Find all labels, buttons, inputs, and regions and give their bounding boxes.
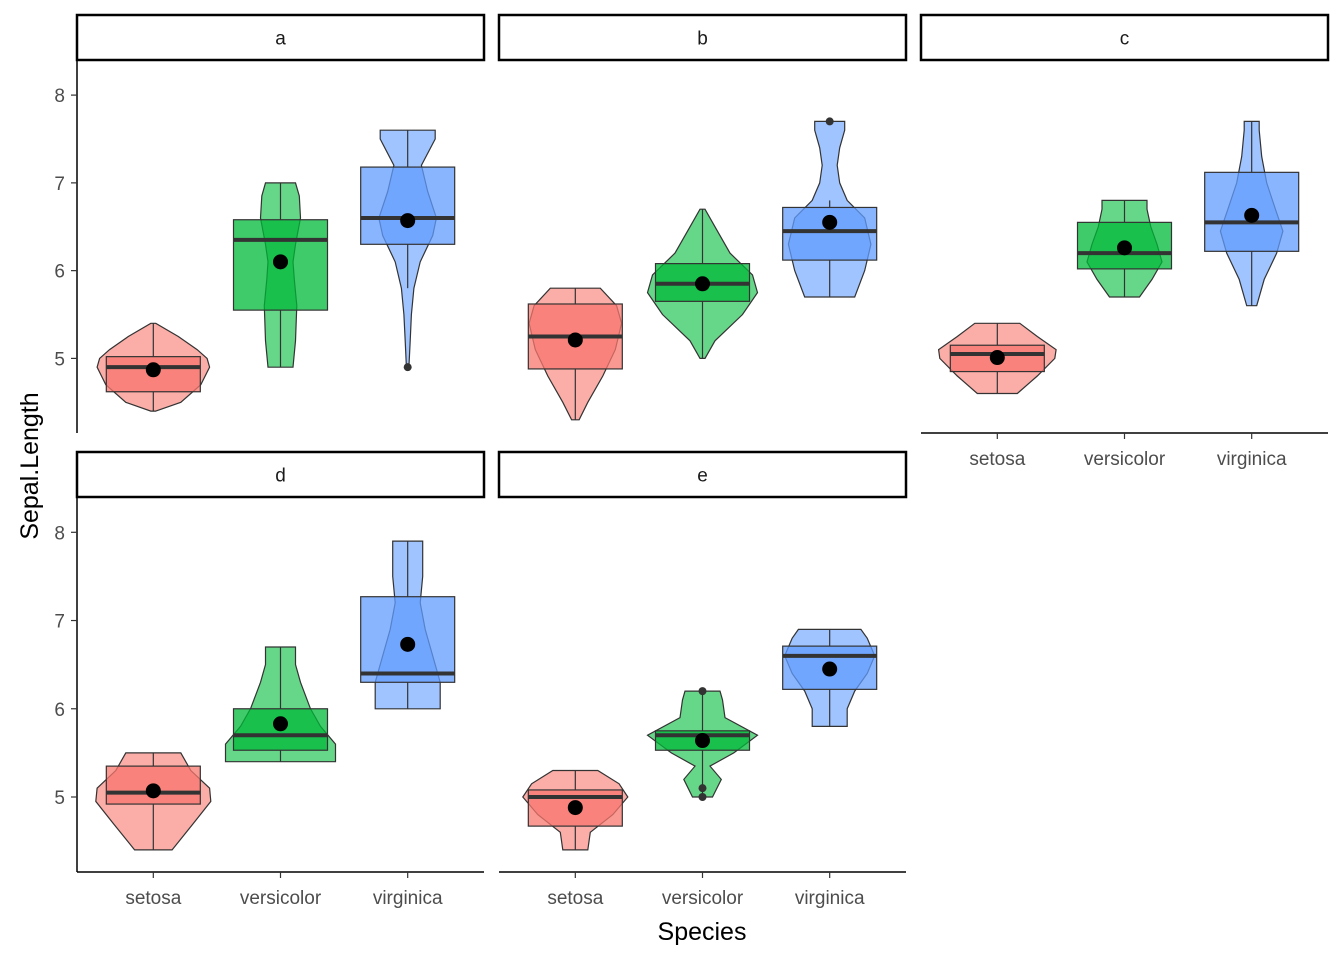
facet-strip-label-c: c bbox=[1120, 29, 1130, 50]
group-a-setosa bbox=[96, 322, 211, 412]
group-b-versicolor bbox=[646, 208, 759, 359]
y-tick-label-d-6: 6 bbox=[54, 700, 65, 721]
y-tick-label-a-7: 7 bbox=[54, 174, 65, 195]
x-tick-label-d-virginica: virginica bbox=[373, 888, 443, 909]
x-tick-label-d-versicolor: versicolor bbox=[240, 888, 322, 909]
mean-point-d-setosa bbox=[145, 783, 161, 799]
group-b-virginica bbox=[782, 117, 878, 298]
group-c-setosa bbox=[937, 322, 1057, 395]
group-d-versicolor bbox=[224, 646, 337, 763]
box-a-virginica bbox=[360, 166, 456, 245]
facet-panel-a: a 5 6 7 8 bbox=[54, 13, 486, 433]
mean-point-e-virginica bbox=[822, 661, 838, 677]
y-axis-title: Sepal.Length bbox=[16, 392, 44, 539]
y-tick-label-a-8: 8 bbox=[54, 86, 65, 107]
outlier-point-a-virginica bbox=[403, 363, 412, 372]
facet-strip-label-d: d bbox=[275, 466, 286, 487]
x-tick-label-c-versicolor: versicolor bbox=[1084, 449, 1166, 470]
x-axis-title: Species bbox=[658, 918, 747, 946]
x-tick-label-e-setosa: setosa bbox=[547, 888, 603, 909]
facet-strip-label-e: e bbox=[697, 466, 708, 487]
y-tick-label-d-8: 8 bbox=[54, 523, 65, 544]
x-tick-label-c-setosa: setosa bbox=[969, 449, 1025, 470]
x-tick-label-d-setosa: setosa bbox=[125, 888, 181, 909]
outlier-point-b-virginica bbox=[825, 117, 834, 126]
mean-point-e-setosa bbox=[567, 800, 583, 816]
group-c-versicolor bbox=[1076, 199, 1173, 298]
mean-point-a-versicolor bbox=[273, 254, 288, 270]
outlier-point-e-versicolor bbox=[698, 793, 707, 801]
group-e-setosa bbox=[522, 769, 629, 851]
facet-panel-c: c setosa versicolor virginica bbox=[919, 13, 1330, 470]
group-a-virginica bbox=[360, 129, 456, 372]
group-a-versicolor bbox=[232, 182, 329, 368]
mean-point-b-setosa bbox=[567, 332, 583, 348]
mean-point-d-virginica bbox=[400, 636, 416, 652]
group-d-setosa bbox=[95, 752, 212, 851]
facet-strip-b bbox=[497, 13, 908, 62]
mean-point-c-setosa bbox=[989, 350, 1005, 366]
mean-point-d-versicolor bbox=[273, 716, 288, 732]
y-tick-label-a-6: 6 bbox=[54, 262, 65, 283]
y-tick-label-d-7: 7 bbox=[54, 612, 65, 633]
y-tick-label-d-5: 5 bbox=[54, 788, 65, 809]
mean-point-e-versicolor bbox=[695, 733, 710, 749]
mean-point-b-versicolor bbox=[695, 276, 710, 292]
facet-strip-a bbox=[75, 13, 486, 62]
facet-strip-d bbox=[75, 450, 486, 499]
facet-strip-label-a: a bbox=[275, 29, 286, 50]
facet-panel-b: b bbox=[497, 13, 908, 421]
y-tick-label-a-5: 5 bbox=[54, 349, 65, 370]
mean-point-b-virginica bbox=[822, 214, 838, 230]
outlier-point-e-versicolor bbox=[698, 784, 707, 793]
mean-point-a-virginica bbox=[400, 213, 416, 229]
group-d-virginica bbox=[360, 540, 456, 710]
outlier-point-e-versicolor bbox=[698, 687, 707, 696]
mean-point-c-versicolor bbox=[1117, 240, 1132, 256]
x-tick-label-e-versicolor: versicolor bbox=[662, 888, 744, 909]
group-e-versicolor bbox=[646, 687, 759, 801]
facet-panel-e: e setosa versicolor virginica bbox=[497, 450, 908, 909]
group-b-setosa bbox=[527, 287, 623, 421]
facet-strip-c bbox=[919, 13, 1330, 62]
mean-point-a-setosa bbox=[145, 362, 161, 378]
mean-point-c-virginica bbox=[1244, 207, 1260, 223]
x-tick-label-c-virginica: virginica bbox=[1217, 449, 1287, 470]
facet-strip-e bbox=[497, 450, 908, 499]
group-e-virginica bbox=[782, 628, 878, 727]
facet-strip-label-b: b bbox=[697, 29, 708, 50]
x-tick-label-e-virginica: virginica bbox=[795, 888, 865, 909]
facet-panel-d: d 5 6 7 8 setosa versicolor virginica bbox=[54, 450, 486, 909]
group-c-virginica bbox=[1204, 120, 1300, 307]
